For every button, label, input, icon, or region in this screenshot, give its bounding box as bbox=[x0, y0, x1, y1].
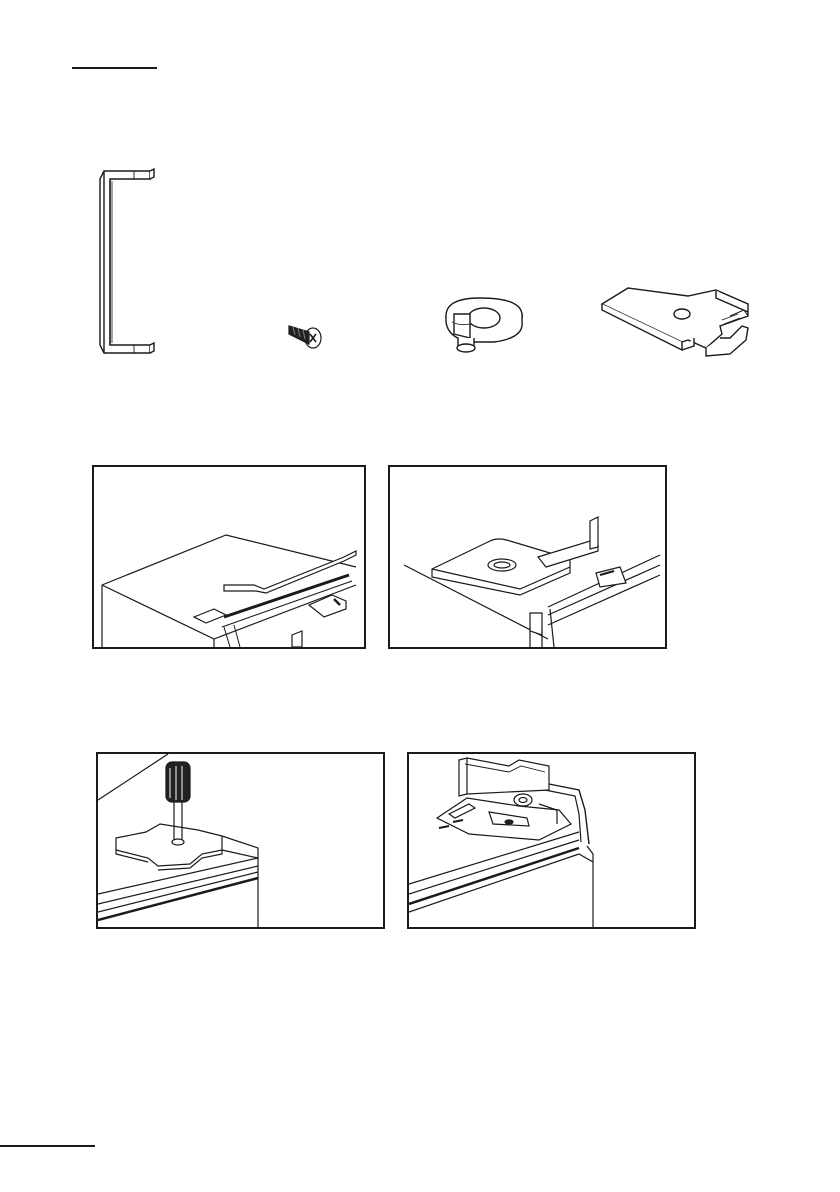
screw-icon bbox=[285, 318, 325, 352]
screwdriver-icon bbox=[96, 752, 385, 929]
bracket-icon bbox=[598, 276, 758, 364]
top-cover-icon bbox=[92, 465, 366, 649]
footer-rule bbox=[0, 1145, 95, 1147]
hinge-cover-icon bbox=[388, 465, 667, 649]
heading-rule bbox=[72, 67, 157, 69]
handle-icon bbox=[90, 165, 160, 360]
bushing-icon bbox=[440, 292, 530, 356]
hinge-detail-icon bbox=[407, 752, 696, 929]
